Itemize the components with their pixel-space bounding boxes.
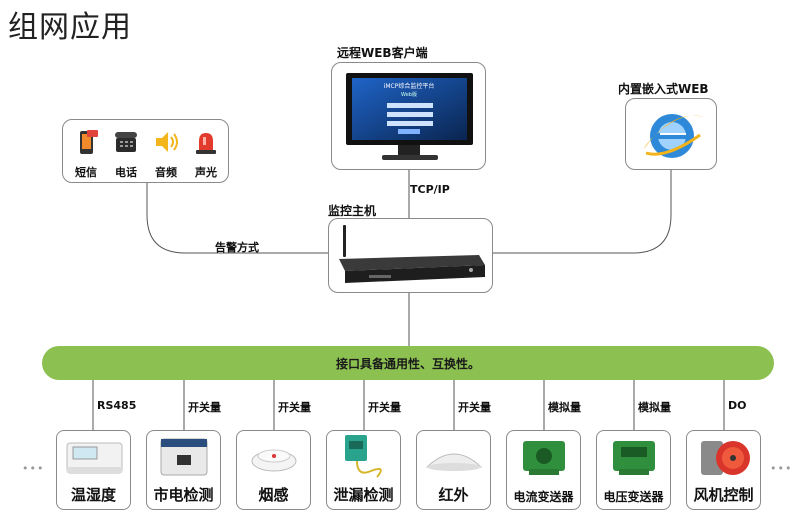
device-voltage: 电压变送器 bbox=[596, 430, 671, 510]
sms-phone-icon bbox=[80, 130, 98, 154]
browser-icon bbox=[644, 114, 704, 158]
device-name: 市电检测 bbox=[153, 486, 214, 504]
infrared-detector-icon bbox=[425, 453, 483, 471]
conn-label-smoke: 开关量 bbox=[278, 401, 311, 414]
device-name: 电流变送器 bbox=[513, 490, 574, 504]
screen-subtitle: Web版 bbox=[401, 91, 417, 98]
conn-label-current: 模拟量 bbox=[548, 401, 581, 414]
remote-web-box: iMCP综合监控平台 Web版 bbox=[331, 62, 486, 170]
conn-label-fan: DO bbox=[728, 399, 747, 412]
embedded-web-label: 内置嵌入式WEB bbox=[618, 82, 709, 96]
device-name: 红外 bbox=[438, 486, 469, 504]
device-name: 电压变送器 bbox=[603, 490, 664, 504]
device-mains: 市电检测 bbox=[146, 430, 221, 510]
alarm-item-light: 声光 bbox=[189, 128, 223, 180]
alarm-item-label: 短信 bbox=[75, 166, 97, 179]
monitor-icon: iMCP综合监控平台 Web版 bbox=[346, 73, 473, 160]
device-name: 风机控制 bbox=[693, 486, 754, 504]
interface-bus: 接口具备通用性、互换性。 bbox=[42, 346, 774, 380]
host-box bbox=[328, 218, 493, 293]
conn-label-temp-humidity: RS485 bbox=[97, 399, 137, 412]
speaker-icon bbox=[156, 132, 178, 152]
remote-web-label: 远程WEB客户端 bbox=[337, 46, 428, 60]
alarm-item-label: 音频 bbox=[155, 166, 177, 179]
device-name: 温湿度 bbox=[70, 486, 116, 504]
interface-bus-label: 接口具备通用性、互换性。 bbox=[335, 357, 480, 371]
host-label: 监控主机 bbox=[328, 204, 377, 218]
alarm-item-phone: 电话 bbox=[109, 128, 143, 180]
device-temp-humidity: 温湿度 bbox=[56, 430, 131, 510]
alarm-methods-label: 告警方式 bbox=[215, 241, 259, 254]
monitoring-host-icon bbox=[339, 225, 485, 283]
alarm-light-icon bbox=[196, 133, 216, 154]
conn-label-leak: 开关量 bbox=[368, 401, 401, 414]
current-transmitter-icon bbox=[523, 441, 565, 475]
alarm-item-label: 电话 bbox=[115, 166, 137, 179]
conn-label-voltage: 模拟量 bbox=[638, 401, 671, 414]
alarm-item-sms: 短信 bbox=[69, 128, 103, 180]
leak-detector-icon bbox=[345, 435, 382, 478]
conn-label-infrared: 开关量 bbox=[458, 401, 491, 414]
more-right-indicator: ••• bbox=[770, 462, 793, 475]
page-title: 组网应用 bbox=[8, 10, 132, 45]
temp-humidity-sensor-icon bbox=[66, 442, 123, 474]
conn-label-mains: 开关量 bbox=[188, 401, 221, 414]
device-infrared: 红外 bbox=[416, 430, 491, 510]
smoke-detector-icon bbox=[251, 449, 297, 472]
alarm-item-label: 声光 bbox=[195, 166, 217, 179]
device-fan: 风机控制 bbox=[686, 430, 761, 510]
voltage-transmitter-icon bbox=[613, 441, 655, 475]
desk-phone-icon bbox=[115, 132, 137, 152]
mains-detector-icon bbox=[160, 438, 208, 476]
device-smoke: 烟感 bbox=[236, 430, 311, 510]
device-name: 烟感 bbox=[258, 486, 289, 504]
alarm-methods-box: 短信 电话 音频 声光 bbox=[62, 119, 229, 183]
device-name: 泄漏检测 bbox=[333, 486, 394, 504]
more-left-indicator: ••• bbox=[22, 462, 45, 475]
fan-icon bbox=[701, 441, 750, 475]
screen-title: iMCP综合监控平台 bbox=[384, 82, 435, 90]
device-current: 电流变送器 bbox=[506, 430, 581, 510]
protocol-label: TCP/IP bbox=[410, 183, 450, 196]
embedded-web-box bbox=[625, 98, 717, 170]
device-leak: 泄漏检测 bbox=[326, 430, 401, 510]
alarm-item-audio: 音频 bbox=[149, 128, 183, 180]
